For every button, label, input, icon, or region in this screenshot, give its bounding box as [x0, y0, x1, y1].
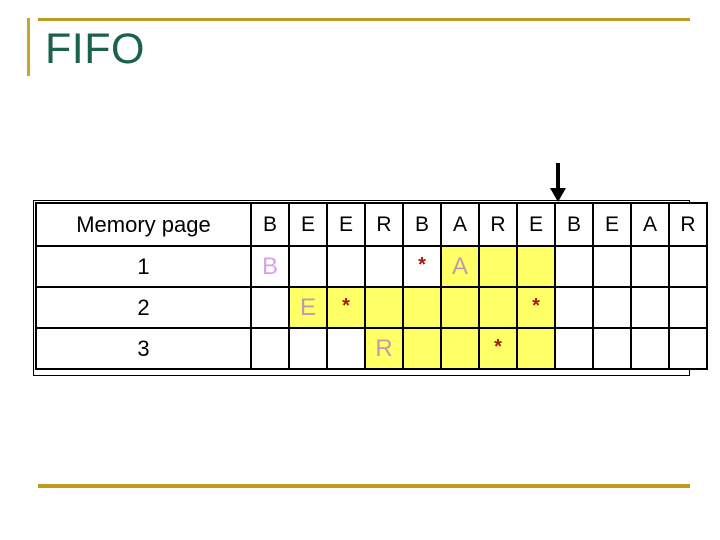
- reference-string-cell: B: [250, 202, 290, 247]
- asterisk-icon: *: [532, 294, 540, 317]
- memory-cell-empty: [440, 327, 480, 370]
- asterisk-icon: *: [342, 294, 350, 317]
- asterisk-icon: *: [494, 335, 502, 358]
- reference-string-cell: R: [478, 202, 518, 247]
- memory-cell-empty: [516, 245, 556, 288]
- memory-cell-empty: [478, 245, 518, 288]
- asterisk-icon: *: [418, 253, 426, 276]
- memory-cell-empty: [668, 327, 708, 370]
- memory-cell-empty: [326, 327, 366, 370]
- table-row: 2 E * *: [35, 286, 708, 329]
- memory-cell-empty: [440, 286, 480, 329]
- memory-cell-empty: [592, 327, 632, 370]
- memory-cell-letter: R: [364, 327, 404, 370]
- cell-glyph: B: [261, 252, 278, 280]
- memory-cell-empty: [364, 286, 404, 329]
- memory-cell-empty: [516, 327, 556, 370]
- reference-string-cell: R: [668, 202, 708, 247]
- cell-glyph: R: [375, 334, 393, 362]
- memory-cell-empty: [288, 327, 328, 370]
- arrow-down-icon: [548, 163, 568, 203]
- memory-cell-empty: [592, 286, 632, 329]
- memory-cell-empty: [630, 286, 670, 329]
- page-fault-marker: *: [516, 286, 556, 329]
- memory-cell-empty: [250, 286, 290, 329]
- memory-cell-empty: [402, 327, 442, 370]
- page-fault-marker: *: [326, 286, 366, 329]
- memory-cell-empty: [250, 327, 290, 370]
- reference-string-cell: B: [554, 202, 594, 247]
- memory-cell-empty: [668, 245, 708, 288]
- memory-frame-label: 1: [35, 245, 252, 288]
- reference-string-cell: B: [402, 202, 442, 247]
- reference-string-cell: E: [326, 202, 366, 247]
- reference-string-cell: A: [630, 202, 670, 247]
- memory-cell-empty: [288, 245, 328, 288]
- memory-cell-empty: [364, 245, 404, 288]
- memory-frame-label: 2: [35, 286, 252, 329]
- reference-string-cell: E: [288, 202, 328, 247]
- memory-cell-empty: [554, 327, 594, 370]
- row-header-label: Memory page: [35, 202, 252, 247]
- table-row: 3 R *: [35, 327, 708, 370]
- memory-cell-empty: [554, 286, 594, 329]
- memory-cell-empty: [630, 245, 670, 288]
- memory-cell-letter: A: [440, 245, 480, 288]
- reference-string-cell: E: [592, 202, 632, 247]
- memory-cell-empty: [592, 245, 632, 288]
- reference-string-cell: E: [516, 202, 556, 247]
- memory-cell-letter: E: [288, 286, 328, 329]
- page-title: FIFO: [45, 25, 145, 73]
- reference-string-cell: A: [440, 202, 480, 247]
- slide-bottom-rule: [38, 484, 690, 488]
- memory-cell-empty: [630, 327, 670, 370]
- memory-cell-letter: B: [250, 245, 290, 288]
- memory-cell-empty: [478, 286, 518, 329]
- page-fault-marker: *: [402, 245, 442, 288]
- cell-glyph: A: [451, 252, 468, 280]
- memory-cell-empty: [326, 245, 366, 288]
- memory-frame-label: 3: [35, 327, 252, 370]
- memory-cell-empty: [668, 286, 708, 329]
- page-fault-marker: *: [478, 327, 518, 370]
- reference-string-cell: R: [364, 202, 404, 247]
- cell-glyph: E: [299, 293, 316, 321]
- memory-cell-empty: [402, 286, 442, 329]
- memory-cell-empty: [554, 245, 594, 288]
- slide-top-rule: [38, 18, 690, 21]
- slide-left-accent: [27, 18, 30, 76]
